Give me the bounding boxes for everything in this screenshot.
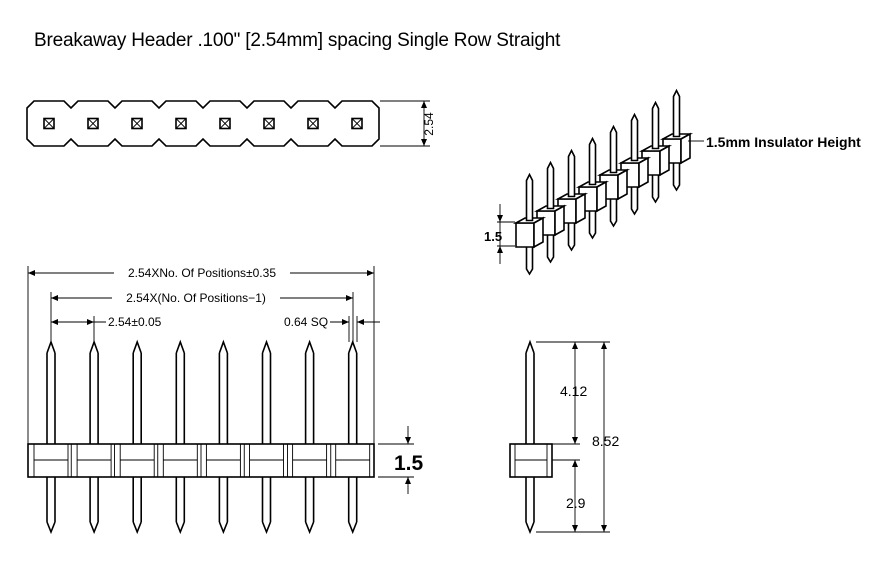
side-lower-pin [525, 477, 535, 535]
front-pin [119, 339, 155, 535]
lower-pin-dimension: 2.9 [566, 495, 586, 511]
iso-height-label: 1.5 [484, 229, 502, 244]
iso-pin-segment [554, 148, 589, 252]
front-pin [335, 339, 371, 535]
top-pin-square [263, 117, 275, 130]
upper-pin-dimension: 4.12 [560, 383, 587, 399]
isometric-view [512, 88, 694, 276]
top-view-pins [43, 117, 363, 130]
top-pin-square [131, 117, 143, 130]
top-view-outline [26, 100, 380, 147]
top-view: 2.54 [26, 100, 436, 147]
front-pin [76, 339, 112, 535]
front-pin [205, 339, 241, 535]
top-pin-square [43, 117, 55, 130]
total-length-dimension: 8.52 [592, 433, 619, 449]
top-pin-square [87, 117, 99, 130]
front-pin [33, 339, 69, 535]
iso-pin-segment [638, 100, 673, 204]
front-pin [292, 339, 328, 535]
top-pin-square [351, 117, 363, 130]
iso-pin-segment [659, 88, 694, 192]
top-pin-square [307, 117, 319, 130]
pitch-dimension-top: 2.54 [422, 112, 436, 136]
pin-span-dimension: 2.54X(No. Of Positions−1) [126, 291, 266, 305]
side-upper-pin [525, 339, 535, 444]
side-insulator [509, 443, 553, 478]
side-view: 4.12 8.52 2.9 [509, 339, 619, 535]
drawing-title: Breakaway Header .100" [2.54mm] spacing … [34, 30, 561, 51]
pitch-tolerance-dimension: 2.54±0.05 [108, 315, 162, 329]
insulator-height-callout: 1.5mm Insulator Height [706, 134, 861, 150]
front-height-label: 1.5 [394, 452, 424, 475]
top-pin-square [175, 117, 187, 130]
front-view-pins [33, 339, 371, 535]
iso-pin-segment [617, 112, 652, 216]
iso-height-dimension: 1.5 [484, 204, 515, 264]
iso-pin-segment [596, 124, 631, 228]
top-pin-square [219, 117, 231, 130]
overall-length-dimension: 2.54XNo. Of Positions±0.35 [128, 266, 276, 280]
iso-pin-segment [512, 172, 547, 276]
iso-pin-segment [533, 160, 568, 264]
front-pin [162, 339, 198, 535]
pin-square-dimension: 0.64 SQ [284, 315, 328, 329]
front-pin [249, 339, 284, 535]
front-view: 2.54XNo. Of Positions±0.35 2.54X(No. Of … [27, 266, 424, 535]
iso-pin-segment [575, 136, 610, 240]
